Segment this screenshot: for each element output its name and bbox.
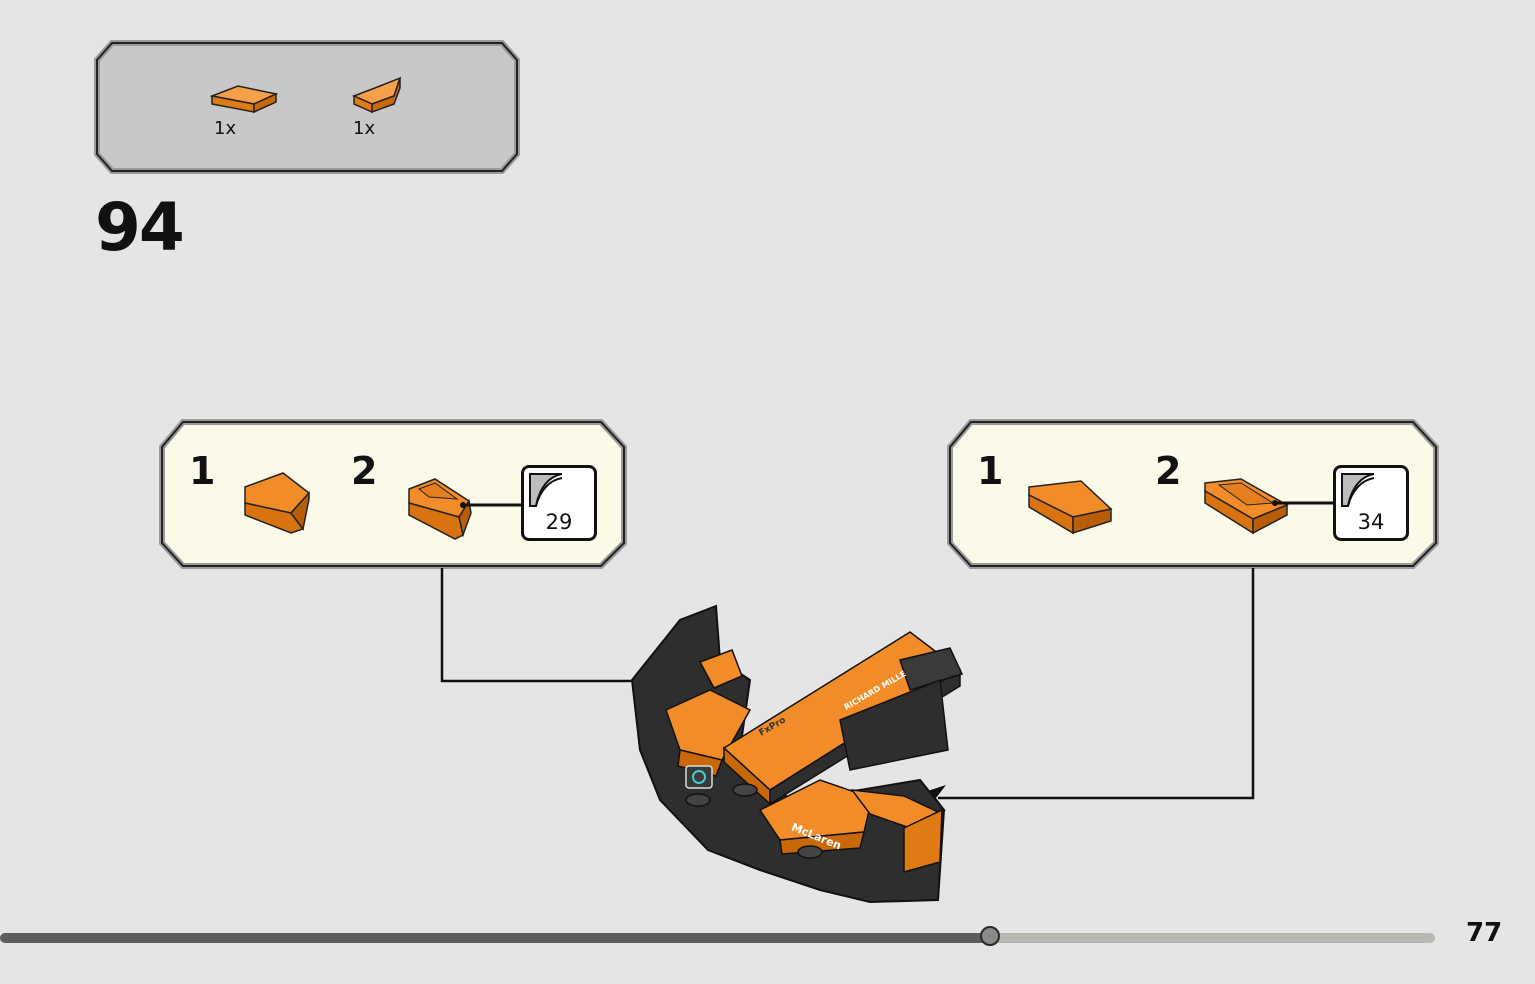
- step-number: 94: [95, 189, 185, 266]
- sticker-peel-icon: [1341, 473, 1375, 507]
- stickered-wedge-tile-icon: [408, 478, 472, 540]
- page-number: 77: [1466, 918, 1503, 948]
- orange-wedge-tile-icon: [210, 85, 278, 114]
- sub-step-callout-left: 1 2 29: [159, 419, 627, 569]
- progress-knob: [980, 926, 1000, 946]
- part-quantity: 1x: [214, 118, 237, 139]
- orange-wedge-tile-icon: [1028, 480, 1113, 535]
- parts-list-frame: [94, 40, 520, 174]
- sub-step-frame: [159, 419, 627, 569]
- sub-step-number: 2: [351, 449, 378, 493]
- sticker-reference: 29: [521, 465, 597, 541]
- car-model-illustration: [630, 604, 964, 904]
- sticker-callout-line: [460, 502, 525, 508]
- sticker-number: 29: [545, 510, 573, 534]
- sub-step-number: 1: [977, 449, 1004, 493]
- part-quantity: 1x: [353, 118, 376, 139]
- sub-step-callout-right: 1 2 34: [947, 419, 1439, 569]
- sticker-number: 34: [1357, 510, 1385, 534]
- progress-fill: [0, 933, 990, 943]
- sub-step-number: 1: [189, 449, 216, 493]
- orange-wedge-tile-icon: [244, 472, 311, 534]
- stickered-wedge-tile-icon: [1204, 478, 1289, 535]
- sticker-peel-icon: [529, 473, 563, 507]
- orange-wedge-tile-icon: [352, 76, 402, 114]
- sticker-callout-line: [1272, 500, 1337, 506]
- sub-step-number: 2: [1155, 449, 1182, 493]
- sticker-reference: 34: [1333, 465, 1409, 541]
- parts-list-callout: 1x 1x: [94, 40, 520, 174]
